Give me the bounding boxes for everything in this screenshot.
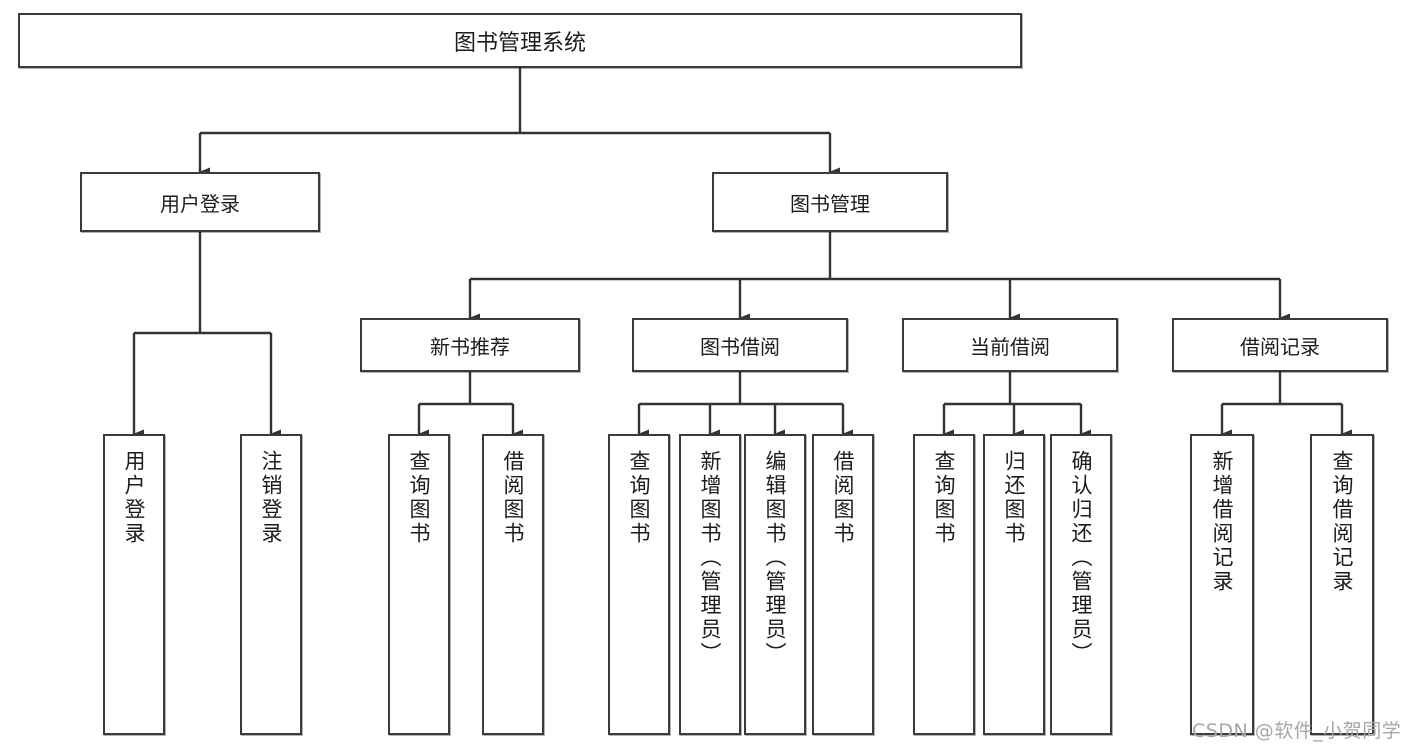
- watermark-text: CSDN @软件_小贺同学: [1192, 720, 1402, 742]
- node-leaf_c4[interactable]: 借阅图书: [812, 434, 874, 735]
- node-label: 查询图书: [932, 450, 957, 546]
- node-l3c[interactable]: 当前借阅: [902, 318, 1118, 372]
- node-label: 借阅记录: [1240, 334, 1320, 359]
- node-l2b[interactable]: 图书管理: [712, 172, 948, 232]
- node-label: 用户登录: [160, 191, 240, 216]
- node-label: 新书推荐: [430, 334, 510, 359]
- node-leaf_a1[interactable]: 用户登录: [103, 434, 165, 735]
- node-leaf_c3[interactable]: 编辑图书（管理员）: [744, 434, 806, 735]
- node-root[interactable]: 图书管理系统: [18, 13, 1022, 68]
- node-l3b[interactable]: 图书借阅: [632, 318, 848, 372]
- node-leaf_c2[interactable]: 新增图书（管理员）: [679, 434, 741, 735]
- node-label: 新增图书（管理员）: [698, 450, 723, 666]
- node-label: 查询借阅记录: [1330, 450, 1355, 594]
- node-label: 查询图书: [407, 450, 432, 546]
- node-leaf_c1[interactable]: 查询图书: [608, 434, 670, 735]
- node-leaf_d2[interactable]: 归还图书: [983, 434, 1045, 735]
- node-l3d[interactable]: 借阅记录: [1172, 318, 1388, 372]
- node-label: 图书借阅: [700, 334, 780, 359]
- node-leaf_b1[interactable]: 查询图书: [388, 434, 450, 735]
- node-leaf_d1[interactable]: 查询图书: [913, 434, 975, 735]
- node-l3a[interactable]: 新书推荐: [360, 318, 580, 372]
- edge-group: [132, 68, 1352, 439]
- node-l2a[interactable]: 用户登录: [80, 172, 320, 232]
- node-label: 图书管理: [790, 191, 870, 216]
- node-label: 图书管理系统: [453, 30, 586, 56]
- node-leaf_e2[interactable]: 查询借阅记录: [1310, 434, 1374, 735]
- node-label: 借阅图书: [501, 450, 526, 546]
- node-label: 新增借阅记录: [1210, 450, 1235, 594]
- node-label: 当前借阅: [970, 334, 1050, 359]
- node-leaf_a2[interactable]: 注销登录: [240, 434, 302, 735]
- node-leaf_d3[interactable]: 确认归还（管理员）: [1050, 434, 1112, 735]
- node-label: 编辑图书（管理员）: [763, 450, 788, 666]
- node-label: 查询图书: [627, 450, 652, 546]
- node-leaf_e1[interactable]: 新增借阅记录: [1190, 434, 1254, 735]
- node-label: 用户登录: [122, 450, 147, 546]
- node-label: 归还图书: [1002, 450, 1027, 546]
- node-leaf_b2[interactable]: 借阅图书: [482, 434, 544, 735]
- node-label: 注销登录: [259, 450, 284, 546]
- node-label: 借阅图书: [831, 450, 856, 546]
- node-label: 确认归还（管理员）: [1069, 450, 1094, 666]
